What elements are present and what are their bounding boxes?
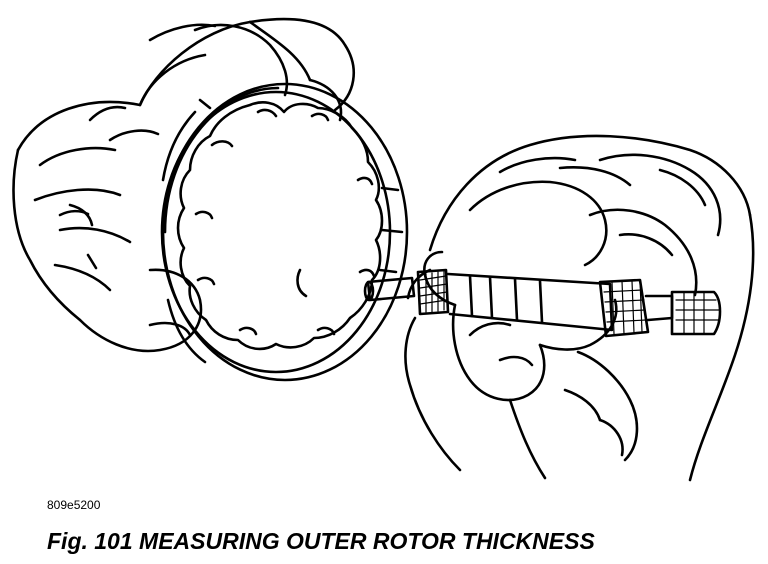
- figure-caption: Fig. 101 MEASURING OUTER ROTOR THICKNESS: [47, 528, 595, 554]
- outer-rotor-icon: [160, 82, 409, 382]
- illustration: [12, 17, 755, 482]
- art-id-label: 809e5200: [47, 498, 101, 512]
- right-hand-icon: [404, 134, 755, 482]
- micrometer-icon: [363, 268, 722, 338]
- left-hand-icon: [12, 17, 355, 353]
